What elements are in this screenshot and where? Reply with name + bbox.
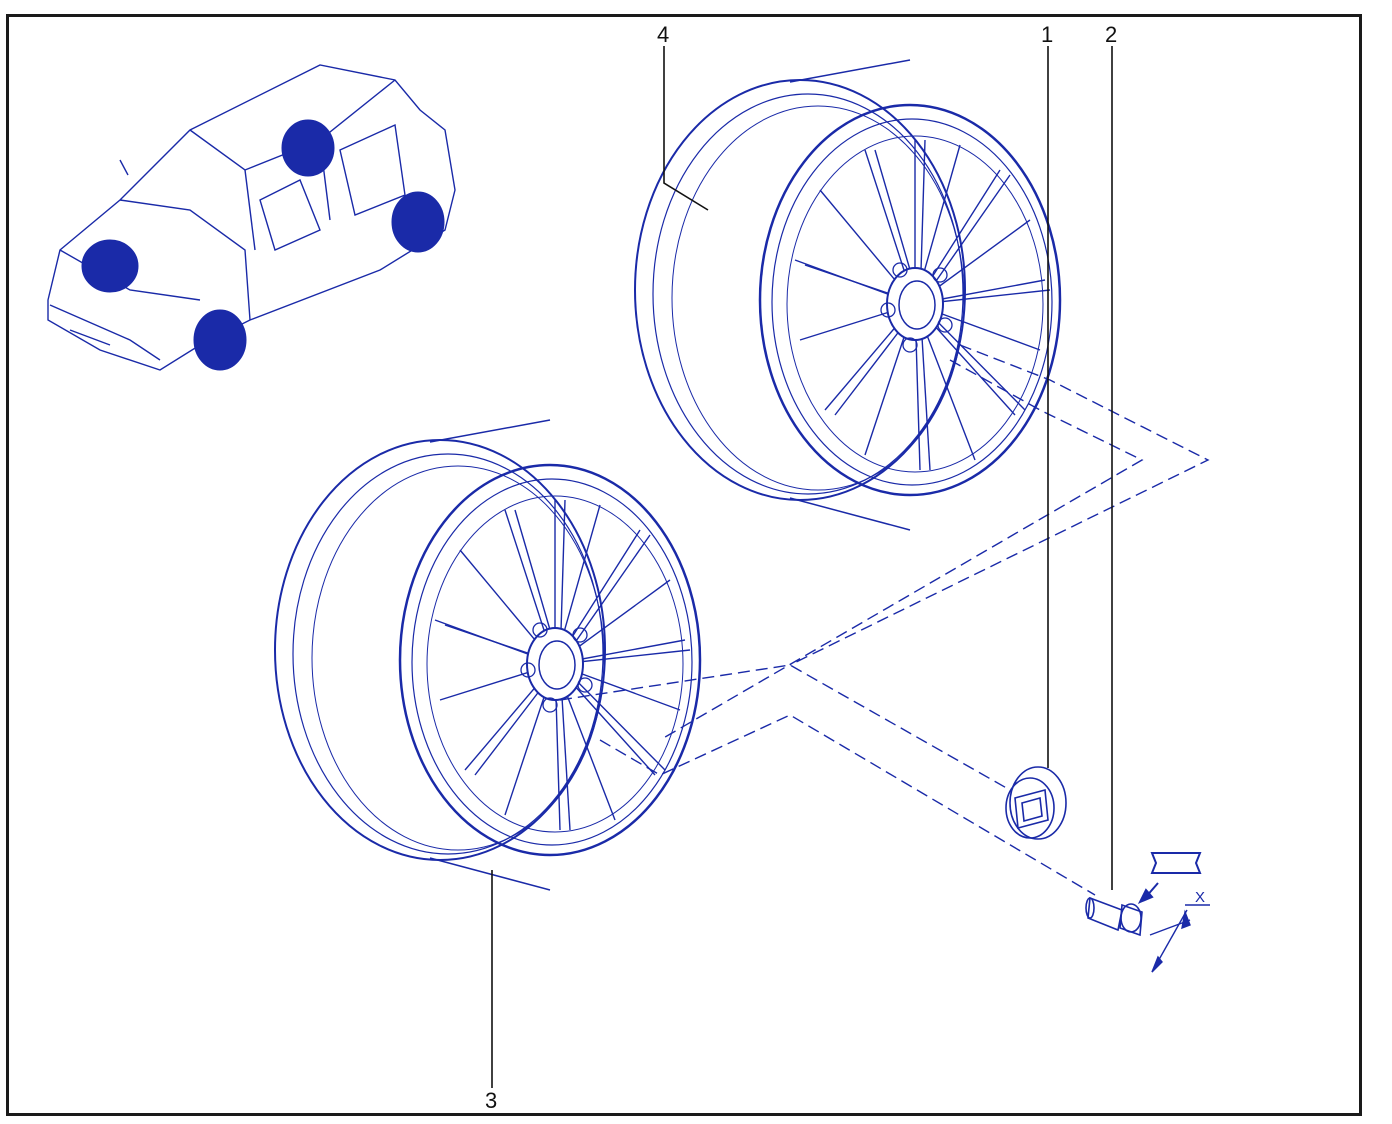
dimension-x-label: X	[1195, 889, 1206, 906]
callout-part-2: 2	[1105, 22, 1118, 47]
callout-part-1: 1	[1041, 22, 1054, 47]
callout-part-4: 4	[657, 22, 670, 47]
callout-part-3: 3	[485, 1088, 498, 1113]
wheel-part-3	[273, 418, 702, 892]
diagram-frame	[6, 14, 1362, 1116]
dimension-x-marker	[1149, 904, 1210, 973]
torque-symbol-icon	[1137, 852, 1202, 904]
center-cap-part-1	[1005, 766, 1067, 840]
wheel-part-4	[633, 58, 1062, 532]
vehicle-location-thumbnail	[47, 64, 456, 371]
assembly-lines	[559, 344, 1210, 896]
wheel-location-markers	[81, 119, 445, 371]
leader-lines	[491, 46, 1113, 1088]
wheel-bolt-part-2	[1085, 896, 1143, 937]
